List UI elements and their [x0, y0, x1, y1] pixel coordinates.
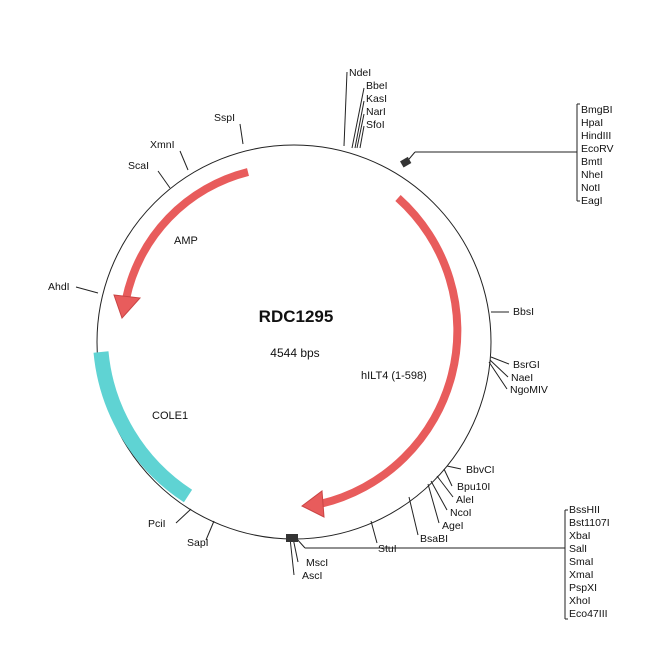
site-label-xbai: XbaI	[569, 530, 591, 542]
amp-arrowhead	[113, 294, 142, 319]
site-group-mcs-upper	[403, 103, 580, 202]
site-group-mcs-lower	[289, 509, 568, 620]
site-label-sali: SalI	[569, 543, 587, 555]
site-label-naei: NaeI	[511, 372, 533, 384]
site-label-noti: NotI	[581, 182, 600, 194]
site-label-bbsi: BbsI	[513, 306, 534, 318]
site-label-sapi: SapI	[187, 537, 209, 549]
site-label-ecorv: EcoRV	[581, 143, 614, 155]
mcs-lower-tick-cluster	[286, 534, 298, 542]
cole1-feature	[93, 351, 193, 503]
plasmid-name: RDC1295	[259, 307, 334, 326]
site-label-alei: AleI	[456, 494, 474, 506]
site-label-bsabi: BsaBI	[420, 533, 448, 545]
site-group-right	[488, 311, 510, 390]
site-label-bmgbi: BmgBI	[581, 104, 613, 116]
site-label-pspxi: PspXI	[569, 582, 597, 594]
site-label-nari: NarI	[366, 106, 386, 118]
site-group-left	[75, 123, 244, 541]
site-label-ahdi: AhdI	[48, 281, 70, 293]
site-label-ngomiv: NgoMIV	[510, 384, 548, 396]
site-label-sspi: SspI	[214, 112, 235, 124]
site-label-agei: AgeI	[442, 520, 464, 532]
site-label-smai: SmaI	[569, 556, 594, 568]
site-label-bst1107i: Bst1107I	[569, 517, 610, 529]
site-label-stui: StuI	[378, 543, 397, 555]
site-label-nhei: NheI	[581, 169, 603, 181]
site-label-eco47iii: Eco47III	[569, 608, 608, 620]
site-label-bpu10i: Bpu10I	[457, 481, 490, 493]
plasmid-size: 4544 bps	[270, 346, 319, 360]
hilt4-label: hILT4 (1-598)	[361, 370, 427, 382]
site-label-bbei: BbeI	[366, 80, 388, 92]
site-label-eagi: EagI	[581, 195, 603, 207]
site-label-scai: ScaI	[128, 160, 149, 172]
site-group-top	[343, 71, 365, 149]
site-label-bbvci: BbvCI	[466, 464, 495, 476]
site-label-msci: MscI	[306, 557, 328, 569]
site-group-lower-right	[370, 465, 462, 544]
site-label-asci: AscI	[302, 570, 322, 582]
mcs-upper-tick-cluster	[400, 156, 412, 168]
site-label-hindiii: HindIII	[581, 130, 611, 142]
site-label-ndei: NdeI	[349, 67, 371, 79]
site-label-sfoi: SfoI	[366, 119, 385, 131]
site-label-xmai: XmaI	[569, 569, 594, 581]
site-label-kasi: KasI	[366, 93, 387, 105]
hilt4-arrow	[319, 195, 462, 508]
site-label-bsshii: BssHII	[569, 504, 600, 516]
hilt4-arrowhead	[301, 490, 325, 518]
site-label-ncoi: NcoI	[450, 507, 472, 519]
site-label-xmni: XmnI	[150, 139, 175, 151]
site-label-pcii: PciI	[148, 518, 166, 530]
site-label-bmti: BmtI	[581, 156, 603, 168]
cole1-label: COLE1	[152, 410, 188, 422]
site-label-xhoi: XhoI	[569, 595, 591, 607]
site-label-bsrgi: BsrGI	[513, 359, 540, 371]
amp-label: AMP	[174, 235, 198, 247]
amp-arrow	[122, 168, 249, 300]
site-label-hpai: HpaI	[581, 117, 603, 129]
